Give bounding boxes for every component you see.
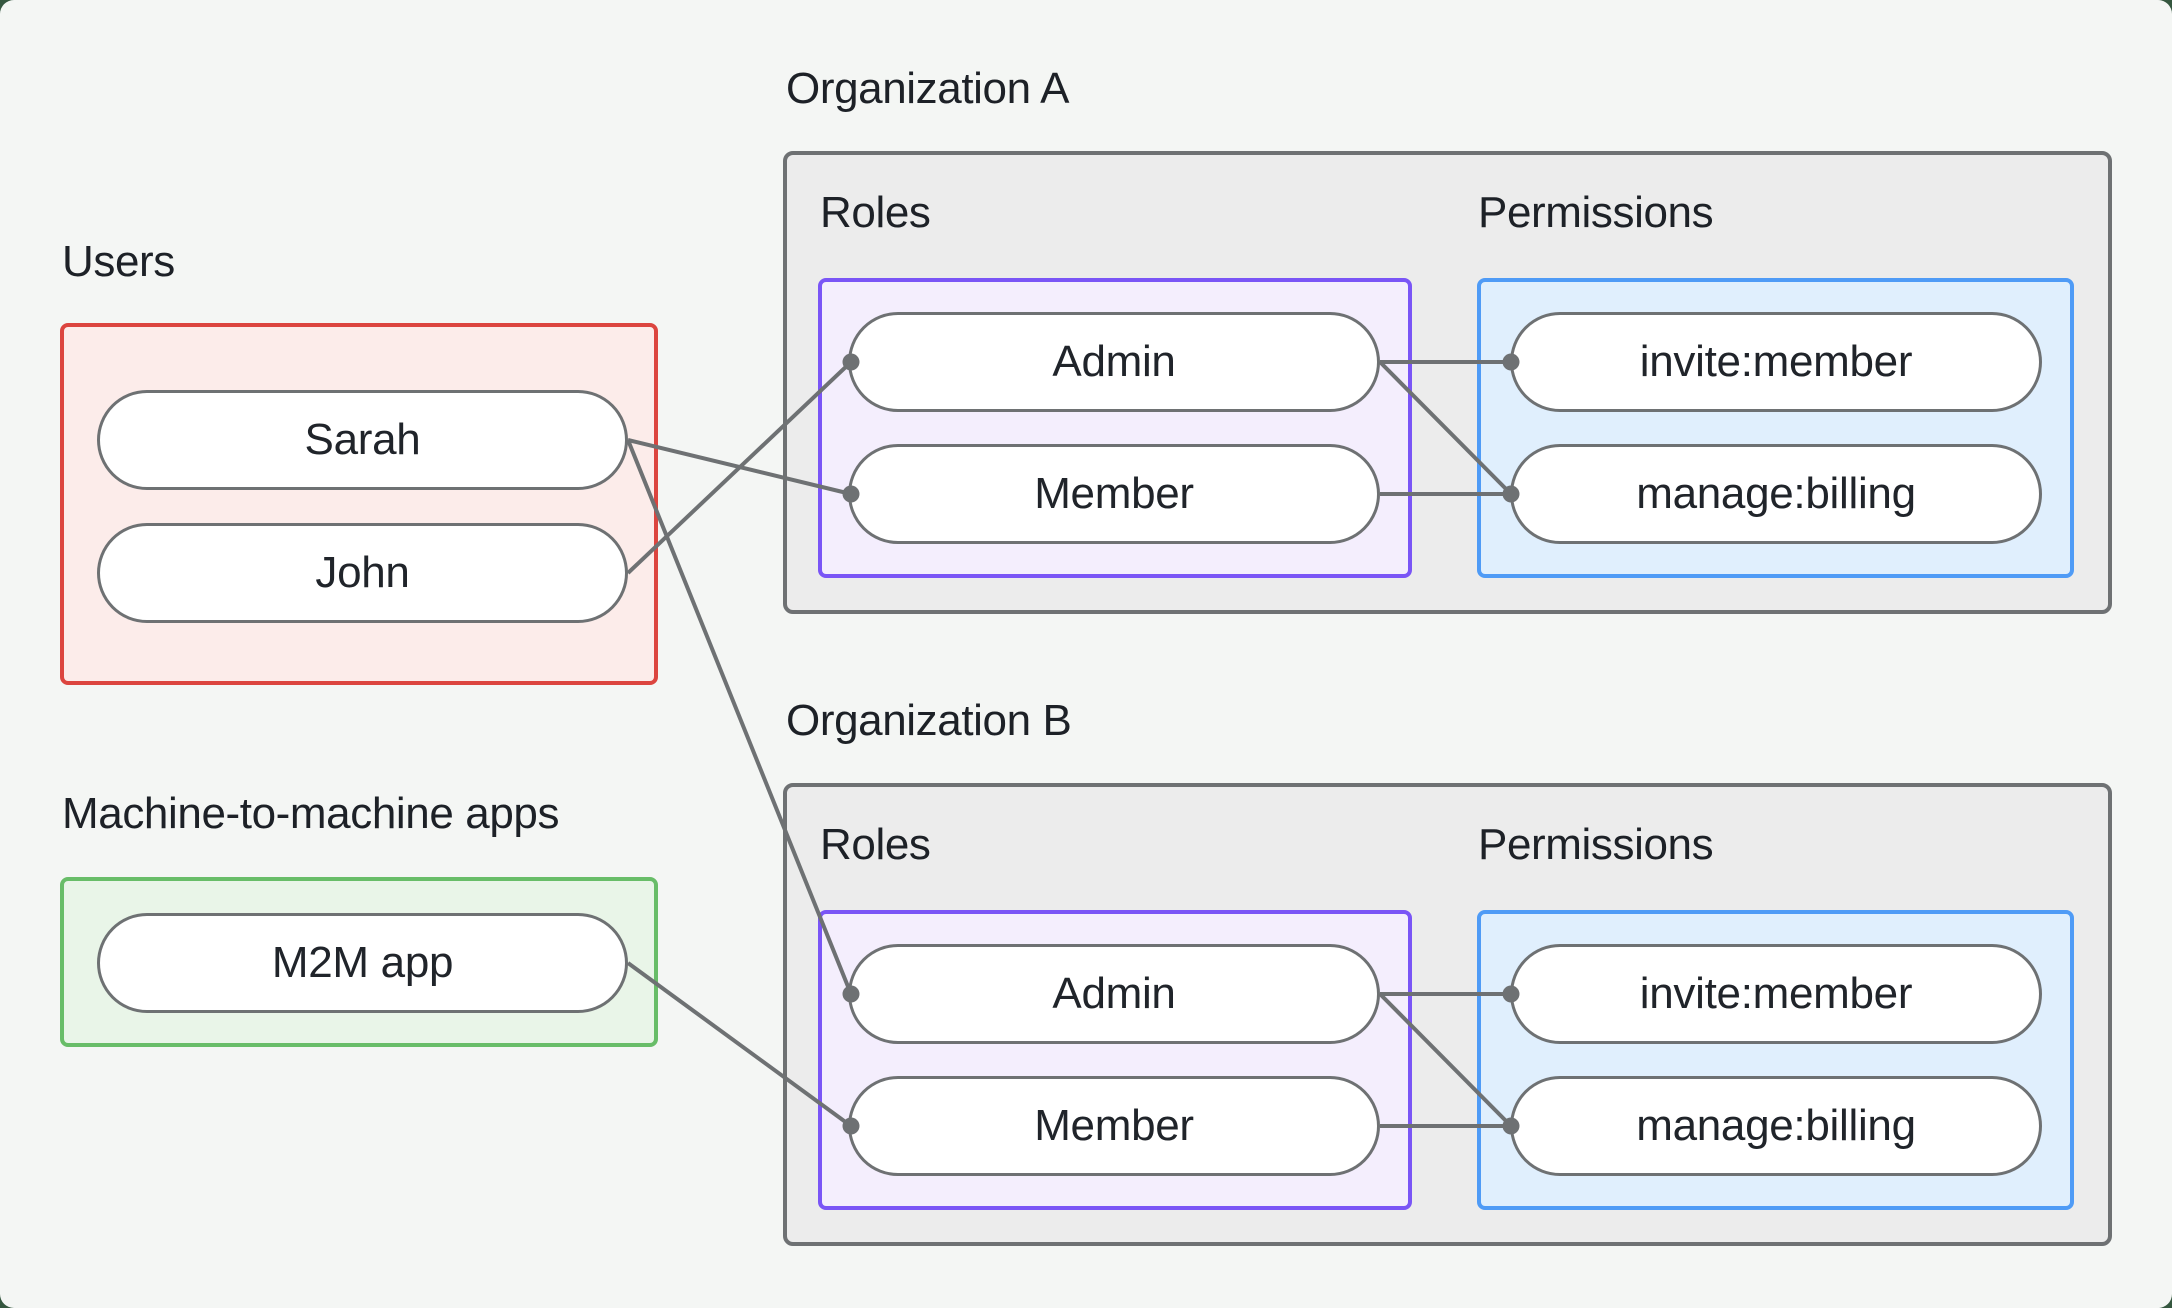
org-a-role-member-label: Member [1034, 469, 1194, 518]
user-pill-sarah-label: Sarah [304, 415, 421, 464]
org-a-role-pill-admin: Admin [848, 312, 1380, 412]
org-b-permission-invite-label: invite:member [1639, 969, 1913, 1018]
org-a-permission-billing-label: manage:billing [1636, 469, 1916, 518]
m2m-app-pill: M2M app [97, 913, 628, 1013]
org-b-permission-pill-manage-billing: manage:billing [1510, 1076, 2042, 1176]
org-a-roles-label: Roles [820, 188, 931, 237]
org-a-role-admin-label: Admin [1052, 337, 1176, 386]
user-pill-john: John [97, 523, 628, 623]
org-b-permission-billing-label: manage:billing [1636, 1101, 1916, 1150]
org-b-roles-label: Roles [820, 820, 931, 869]
org-a-permission-pill-manage-billing: manage:billing [1510, 444, 2042, 544]
m2m-app-pill-label: M2M app [271, 938, 454, 987]
org-a-permission-invite-label: invite:member [1639, 337, 1913, 386]
org-b-role-member-label: Member [1034, 1101, 1194, 1150]
org-a-permissions-label: Permissions [1478, 188, 1714, 237]
org-b-title: Organization B [786, 696, 1072, 745]
m2m-section-title: Machine-to-machine apps [62, 789, 560, 838]
users-group-box [60, 323, 658, 685]
org-b-role-pill-member: Member [848, 1076, 1380, 1176]
org-a-permission-pill-invite-member: invite:member [1510, 312, 2042, 412]
users-section-title: Users [62, 237, 175, 286]
org-b-role-admin-label: Admin [1052, 969, 1176, 1018]
org-b-permissions-label: Permissions [1478, 820, 1714, 869]
org-a-role-pill-member: Member [848, 444, 1380, 544]
user-pill-sarah: Sarah [97, 390, 628, 490]
user-pill-john-label: John [315, 548, 410, 597]
org-a-title: Organization A [786, 64, 1070, 113]
org-b-permission-pill-invite-member: invite:member [1510, 944, 2042, 1044]
org-b-role-pill-admin: Admin [848, 944, 1380, 1044]
